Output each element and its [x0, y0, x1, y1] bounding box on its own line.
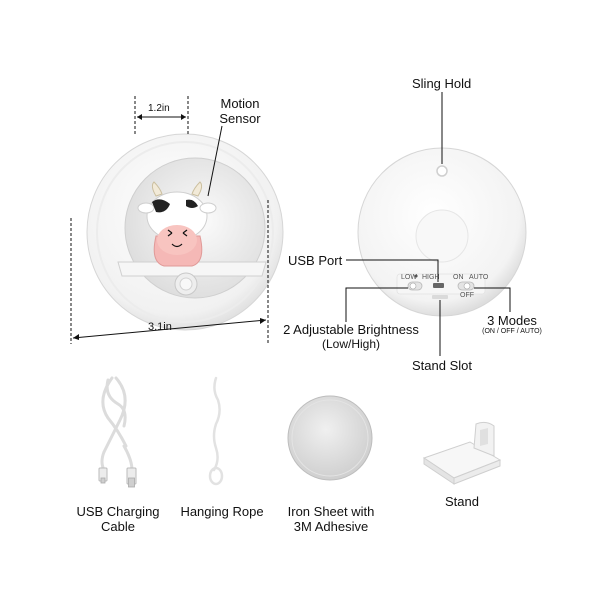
accessory-label-rope: Hanging Rope — [180, 504, 264, 519]
stand-icon — [422, 421, 502, 485]
usb-cable-icon — [100, 376, 134, 472]
motion-sensor-leader — [207, 125, 223, 197]
usb-port-label: USB Port — [288, 253, 343, 268]
stand-slot — [432, 295, 448, 299]
accessory-label-iron-sheet: Iron Sheet with 3M Adhesive — [287, 504, 375, 534]
switch-on-label: ON — [453, 274, 464, 281]
accessory-label-stand: Stand — [445, 494, 479, 509]
switch-high-label: HIGH — [422, 274, 440, 281]
dimension-bottom-label: 3.1in — [148, 321, 172, 333]
brightness-label: 2 Adjustable Brightness (Low/High) — [283, 322, 419, 351]
switch-low-label: LOW — [401, 274, 417, 281]
usb-port-leader — [346, 259, 439, 282]
accessory-label-usb-cable: USB Charging Cable — [76, 504, 160, 534]
sling-hold-label: Sling Hold — [412, 76, 472, 91]
modes-leader — [474, 287, 511, 312]
motion-sensor-label: Motion Sensor — [219, 96, 261, 126]
rope-icon — [208, 376, 224, 486]
back-lamp-body — [357, 147, 527, 317]
usb-connectors — [98, 467, 137, 488]
sling-hold-hole — [436, 165, 448, 177]
cow-figure — [137, 181, 217, 267]
stand-slot-label: Stand Slot — [412, 358, 472, 373]
motion-sensor — [174, 272, 198, 296]
usb-port — [433, 283, 444, 288]
iron-sheet-icon — [287, 395, 373, 481]
switch-dot: ● — [414, 273, 419, 280]
brightness-leader — [345, 287, 408, 322]
dimension-top-label: 1.2in — [148, 103, 170, 114]
dimension-bottom — [70, 200, 269, 344]
dimension-top — [134, 96, 189, 134]
switch-auto-label: AUTO — [469, 274, 489, 281]
switch-off-label: OFF — [460, 292, 474, 299]
modes-label: 3 Modes (ON / OFF / AUTO) — [482, 313, 542, 335]
